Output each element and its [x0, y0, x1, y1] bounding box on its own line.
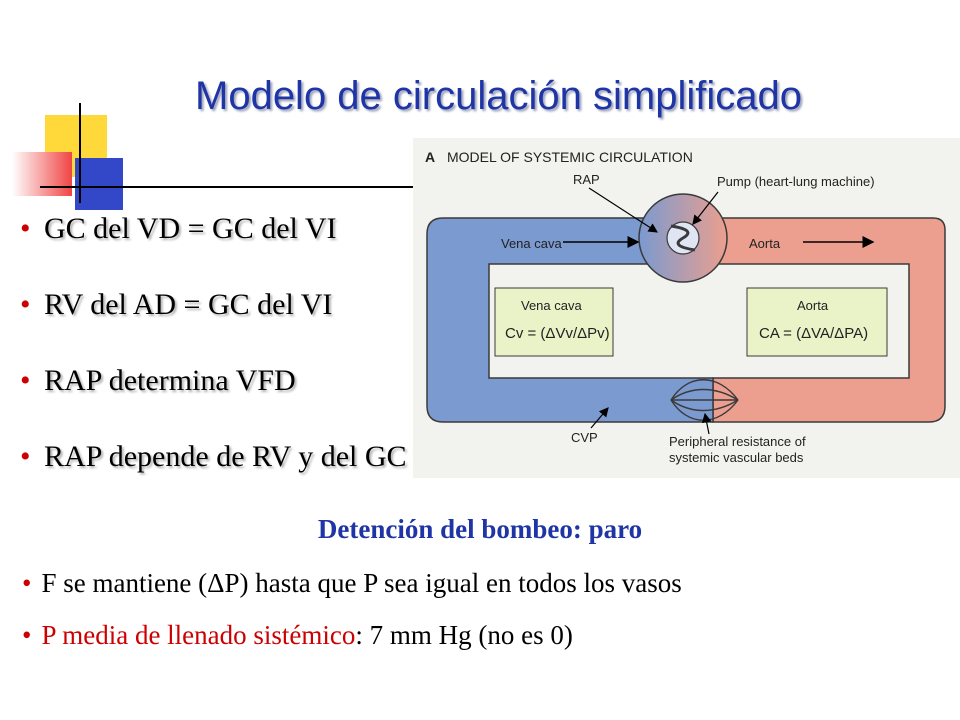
- bullet-item: RAP determina VFD: [20, 364, 407, 440]
- systemic-circulation-figure: A MODEL OF SYSTEMIC CIRCULATION RAP Pump…: [413, 138, 960, 478]
- bullet-dot: •: [22, 620, 32, 650]
- box-right-formula: CA = (ΔVA/ΔPA): [759, 325, 868, 342]
- label-rap: RAP: [573, 172, 600, 187]
- resistance-pointer: [701, 412, 712, 435]
- bullet-item: RAP depende de RV y del GC: [20, 440, 407, 516]
- label-cvp: CVP: [571, 430, 598, 445]
- box-left-formula: Cv = (ΔVv/ΔPv): [505, 325, 610, 342]
- cvp-pointer: [590, 407, 609, 429]
- label-vena-cava: Vena cava: [501, 236, 562, 251]
- slide-title: Modelo de circulación simplificado: [195, 74, 802, 118]
- box-right-title: Aorta: [797, 298, 829, 313]
- label-aorta: Aorta: [749, 236, 781, 251]
- box-left-title: Vena cava: [521, 298, 582, 313]
- text-line-flow: • F se mantiene (ΔP) hasta que P sea igua…: [22, 568, 682, 599]
- rap-pointer: [588, 187, 659, 233]
- subheading: Detención del bombeo: paro: [317, 514, 643, 544]
- decor-vertical-line: [79, 103, 81, 203]
- bullet-item: RV del AD = GC del VI: [20, 288, 407, 364]
- vena-cava-box: [494, 287, 614, 357]
- vena-cava-vessel: [426, 217, 714, 423]
- mean-filling-pressure-term: P media de llenado sistémico: [41, 620, 356, 650]
- aorta-box: [746, 287, 888, 357]
- bullet-list: GC del VD = GC del VI RV del AD = GC del…: [20, 212, 407, 516]
- decor-blue-square: [75, 158, 123, 210]
- label-pump: Pump (heart-lung machine): [717, 174, 875, 189]
- mean-filling-pressure-value: : 7 mm Hg (no es 0): [355, 620, 573, 650]
- panel-letter: A: [425, 149, 435, 165]
- figure-title: MODEL OF SYSTEMIC CIRCULATION: [447, 149, 693, 165]
- bullet-dot: •: [22, 568, 32, 598]
- pump-blade-icon: [670, 224, 696, 252]
- text-line-pressure: • P media de llenado sistémico: 7 mm Hg (…: [22, 620, 573, 651]
- flow-text: F se mantiene (ΔP) hasta que P sea igual…: [41, 568, 682, 598]
- label-resistance-2: systemic vascular beds: [669, 450, 804, 465]
- pump-pointer: [692, 191, 719, 225]
- bullet-item: GC del VD = GC del VI: [20, 212, 407, 288]
- decor-red-square: [12, 152, 72, 196]
- label-resistance-1: Peripheral resistance of: [669, 434, 806, 449]
